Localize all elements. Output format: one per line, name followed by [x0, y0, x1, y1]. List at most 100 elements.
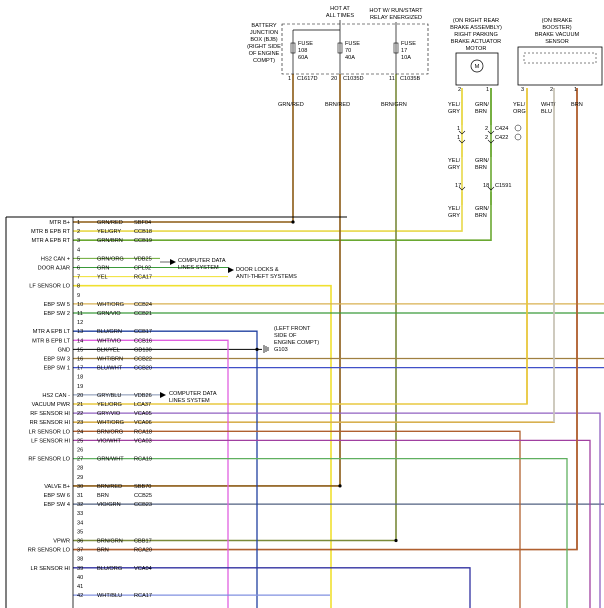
- pin-wire-31: BRN: [97, 493, 109, 499]
- wire-pin-3-ccb19: [73, 88, 492, 241]
- pin-circuit-14: CCB16: [134, 338, 152, 344]
- fuse-70-conn: C1035D: [343, 76, 364, 82]
- pin-number-20: 20: [77, 393, 83, 399]
- fuse-108-pin: 1: [288, 76, 291, 82]
- pin-name-22: RF SENSOR HI: [30, 411, 70, 417]
- motor-wire-e2: GRY: [448, 213, 460, 219]
- pin-wire-14: WHT/VIO: [97, 338, 122, 344]
- c1591-chevron: [458, 186, 466, 191]
- bjb-dashed-box: [281, 23, 429, 75]
- wire-pin-37-rca20: [73, 88, 578, 551]
- ground-label-3: ENGINE COMPT): [274, 340, 319, 346]
- fuse-17-body: [393, 42, 399, 54]
- pin-wire-11: GRN/VIO: [97, 311, 121, 317]
- pin-number-14: 14: [77, 338, 83, 344]
- vacuum-label-4: SENSOR: [545, 39, 569, 45]
- bjb-label-2: JUNCTION: [250, 30, 278, 36]
- motor-wire-d1: GRN/: [475, 158, 489, 164]
- pin-circuit-11: CCB21: [134, 311, 152, 317]
- motor-box: [455, 52, 499, 86]
- pin-number-6: 6: [77, 266, 80, 272]
- pin-number-27: 27: [77, 457, 83, 463]
- pin-circuit-42: RCA17: [134, 593, 152, 599]
- pin-wire-39: BLU/ORG: [97, 566, 122, 572]
- pin-circuit-15: GD130: [134, 347, 152, 353]
- pin-circuit-6: CPL92: [134, 266, 151, 272]
- pin-circuit-21: LCA37: [134, 402, 151, 408]
- c424-ref-circle: [514, 124, 522, 132]
- splice-dot-3: [255, 347, 259, 351]
- callouts: COMPUTER DATA LINES SYSTEM DOOR LOCKS & …: [160, 258, 319, 404]
- pin-wire-10: WHT/ORG: [97, 302, 124, 308]
- motor-label-5: MOTOR: [466, 46, 487, 52]
- bjb-label-4: (RIGHT SIDE: [247, 44, 281, 50]
- pin-circuit-36: CBB17: [134, 539, 152, 545]
- fuse-70-amp: 40A: [345, 55, 355, 61]
- wire-pin-13-ccb17: [73, 330, 258, 608]
- motor-wire-d2: BRN: [475, 165, 487, 171]
- wire-pin-24-rca18: [73, 430, 521, 608]
- pin-name-3: MTR A EPB RT: [32, 238, 71, 244]
- pin-number-16: 16: [77, 357, 83, 363]
- pin-number-40: 40: [77, 575, 83, 581]
- pin-number-19: 19: [77, 384, 83, 390]
- pin-name-13: MTR A EPB LT: [33, 329, 71, 335]
- wire-pin-39-vca04: [73, 567, 471, 608]
- pin-name-27: RF SENSOR LO: [28, 457, 70, 463]
- fuse-108-amp: 60A: [298, 55, 308, 61]
- motor-symbol: M: [475, 64, 480, 70]
- ground-id: G103: [274, 347, 288, 353]
- vacuum-wire-1: BRN: [571, 102, 583, 108]
- pin-number-7: 7: [77, 275, 80, 281]
- fuse-108-conn: C1617D: [297, 76, 318, 82]
- ground-symbol-icon: [263, 345, 269, 353]
- pin-number-31: 31: [77, 493, 83, 499]
- door-label-2: ANTI-THEFT SYSTEMS: [236, 274, 297, 280]
- pin-number-30: 30: [77, 484, 83, 490]
- pin-number-1: 1: [77, 220, 80, 226]
- vacuum-pin-2: 2: [550, 87, 553, 93]
- pin-wire-42: WHT/BLU: [97, 593, 122, 599]
- motor-wire-c2: GRY: [448, 165, 460, 171]
- c424-chevron: [458, 130, 466, 135]
- pin-name-20: HS2 CAN -: [42, 393, 70, 399]
- pin-number-8: 8: [77, 284, 80, 290]
- pin-number-17: 17: [77, 366, 83, 372]
- pin-wire-37: BRN: [97, 548, 109, 554]
- vacuum-label-2: BOOSTER): [542, 25, 571, 31]
- pin-number-35: 35: [77, 529, 83, 535]
- motor-pin-2: 2: [458, 87, 461, 93]
- pin-wire-21: YEL/ORG: [97, 402, 122, 408]
- bjb-label-6: COMPT): [253, 58, 275, 64]
- pin-name-21: VACUUM PWR: [32, 402, 70, 408]
- pin-number-4: 4: [77, 247, 80, 253]
- pin-number-22: 22: [77, 411, 83, 417]
- hot-at-label-2: ALL TIMES: [326, 13, 355, 19]
- splice-dot-2: [394, 538, 398, 543]
- pin-circuit-16: CCB22: [134, 357, 152, 363]
- c1591-label: C1591: [495, 183, 511, 189]
- motor-wire-f1: GRN/: [475, 206, 489, 212]
- pin-wire-32: VIO/GRN: [97, 502, 121, 508]
- pin-number-38: 38: [77, 557, 83, 563]
- pin-wire-16: WHT/BRN: [97, 357, 123, 363]
- door-arrow-icon: [228, 267, 234, 273]
- pin-name-32: EBP SW 4: [44, 502, 70, 508]
- fuse-108-num: 108: [298, 48, 307, 54]
- fuse-17-name: FUSE: [401, 41, 416, 47]
- pin-name-11: EBP SW 2: [44, 311, 70, 317]
- pin-circuit-37: RCA20: [134, 548, 152, 554]
- pin-circuit-31: CCB25: [134, 493, 152, 499]
- pin-circuit-2: CCB18: [134, 229, 152, 235]
- wire-pin-1-sbf04: [73, 74, 294, 223]
- c422-chevron: [487, 139, 495, 144]
- pin-circuit-22: VCA05: [134, 411, 152, 417]
- splice-dot-0: [291, 220, 295, 224]
- door-label-1: DOOR LOCKS &: [236, 267, 279, 273]
- bjb-label-5: OF ENGINE: [249, 51, 280, 57]
- fuse-108-wire: GRN/RED: [278, 102, 304, 108]
- wire-pin-22-vca05: [73, 412, 601, 608]
- pin-circuit-1: SBF04: [134, 220, 151, 226]
- vacuum-wire-2a: WHT/: [541, 102, 556, 108]
